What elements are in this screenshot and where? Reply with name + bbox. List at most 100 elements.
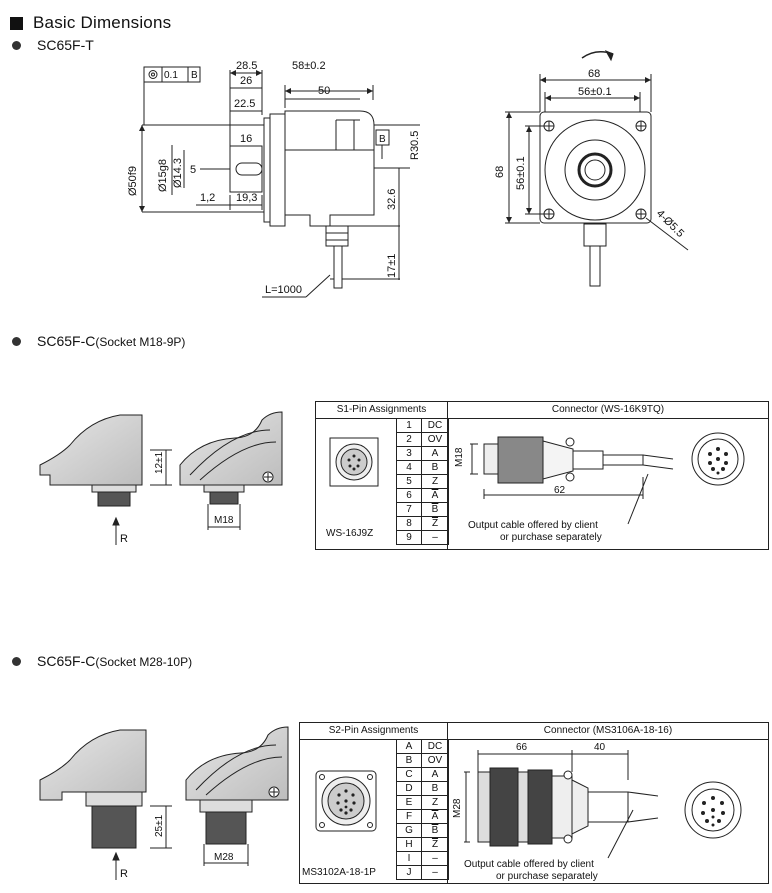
dim-68-side: 68 xyxy=(494,166,506,178)
pin-signal: B xyxy=(421,502,449,517)
bullet-icon xyxy=(12,336,21,346)
dim-1-2: 1,2 xyxy=(200,192,215,204)
dim-32-6: 32.6 xyxy=(386,189,398,210)
pin-signal: A xyxy=(421,488,449,503)
dim-d50: Ø50f9 xyxy=(127,166,139,196)
connector-drawing-ws16k9tq: M18 62 Output cable offered by client or… xyxy=(454,432,745,543)
title-square-icon xyxy=(10,16,23,30)
pin-row: 9– xyxy=(396,530,449,545)
pin-number: 5 xyxy=(396,474,422,489)
pin-signal: A xyxy=(421,767,449,782)
rotation-r-label: R xyxy=(120,533,128,545)
pin-number: A xyxy=(396,739,422,754)
dim-cable-length: L=1000 xyxy=(265,284,302,296)
pin-number: 4 xyxy=(396,460,422,475)
pin-number: 6 xyxy=(396,488,422,503)
conn-dim-40: 40 xyxy=(594,742,606,753)
pin-number: I xyxy=(396,851,422,866)
pin-signal: OV xyxy=(421,432,449,447)
conn-dim-62: 62 xyxy=(554,485,566,496)
dim-22-5: 22.5 xyxy=(234,98,255,110)
section-m18-heading: SC65F-C(Socket M18-9P) xyxy=(12,333,185,349)
pin-signal: B xyxy=(421,460,449,475)
pin-number: C xyxy=(396,767,422,782)
connector-drawing-ms3106a: M28 66 40 Output cable offered by client… xyxy=(452,742,742,882)
dim-r30-5: R30.5 xyxy=(409,131,421,160)
pin-number: 8 xyxy=(396,516,422,531)
socket-name: WS-16J9Z xyxy=(326,528,374,539)
connector-header: Connector (WS-16K9TQ) xyxy=(448,402,768,419)
dim-m18: M18 xyxy=(214,515,234,526)
pin-signal: DC xyxy=(421,739,449,754)
pin-number: H xyxy=(396,837,422,852)
conn-dim-m18: M18 xyxy=(454,447,465,467)
section-label: SC65F-T xyxy=(37,37,94,53)
drawing-m18-views: 12±1 M18 R xyxy=(39,411,283,545)
pin-signal: DC xyxy=(421,418,449,433)
pin-signal: Z xyxy=(421,474,449,489)
dim-28-5: 28.5 xyxy=(236,60,257,72)
pin-signal: – xyxy=(421,851,449,866)
tolerance-frame xyxy=(143,66,201,83)
rotation-r-label: R xyxy=(120,868,128,880)
dim-50: 50 xyxy=(318,85,330,97)
pin-row: J– xyxy=(396,865,449,880)
pin-row: I– xyxy=(396,851,449,866)
pin-number: D xyxy=(396,781,422,796)
pin-signal: B xyxy=(421,823,449,838)
pin-signal: Z xyxy=(421,795,449,810)
pin-number: F xyxy=(396,809,422,824)
pin-number: G xyxy=(396,823,422,838)
dim-5: 5 xyxy=(190,164,196,176)
socket-label: (Socket M28-10P) xyxy=(95,655,193,669)
pin-signal: B xyxy=(421,781,449,796)
pin-signal: Z xyxy=(421,516,449,531)
pin-signal: – xyxy=(421,865,449,880)
m18-info-panel: S1-Pin Assignments Connector (WS-16K9TQ)… xyxy=(315,401,769,550)
dim-25: 25±1 xyxy=(154,814,165,837)
pin-number: B xyxy=(396,753,422,768)
dim-56-top: 56±0.1 xyxy=(578,86,612,98)
bullet-icon xyxy=(12,656,21,666)
dim-68-top: 68 xyxy=(588,68,600,80)
pin-number: 7 xyxy=(396,502,422,517)
pin-signal: Z xyxy=(421,837,449,852)
pin-number: E xyxy=(396,795,422,810)
dim-17: 17±1 xyxy=(386,254,398,278)
dim-12: 12±1 xyxy=(154,451,165,474)
pin-assignments-header: S1-Pin Assignments xyxy=(316,402,448,419)
socket-name: MS3102A-18-1P xyxy=(302,867,376,878)
datum-b: B xyxy=(379,134,386,145)
dim-m28: M28 xyxy=(214,852,234,863)
dim-d14-3: Ø14.3 xyxy=(172,158,184,188)
socket-symbol-ms3102a xyxy=(315,770,377,832)
pin-number: 9 xyxy=(396,530,422,545)
dim-d15: Ø15g8 xyxy=(157,159,169,192)
m28-info-panel: S2-Pin Assignments Connector (MS3106A-18… xyxy=(299,722,769,884)
socket-label: (Socket M18-9P) xyxy=(95,335,186,349)
cable-note-line2: or purchase separately xyxy=(500,532,602,543)
section-sc65f-t-heading: SC65F-T xyxy=(12,37,94,53)
cable-note-line2: or purchase separately xyxy=(496,871,598,882)
pin-signal: A xyxy=(421,809,449,824)
pin-signal: A xyxy=(421,446,449,461)
page-title: Basic Dimensions xyxy=(33,13,172,32)
tolerance-datum: B xyxy=(191,70,198,81)
section-label: SC65F-C xyxy=(37,653,96,669)
dim-58: 58±0.2 xyxy=(292,60,326,72)
section-label: SC65F-C xyxy=(37,333,96,349)
dim-19-3: 19,3 xyxy=(236,192,257,204)
section-m28-heading: SC65F-C(Socket M28-10P) xyxy=(12,653,192,669)
